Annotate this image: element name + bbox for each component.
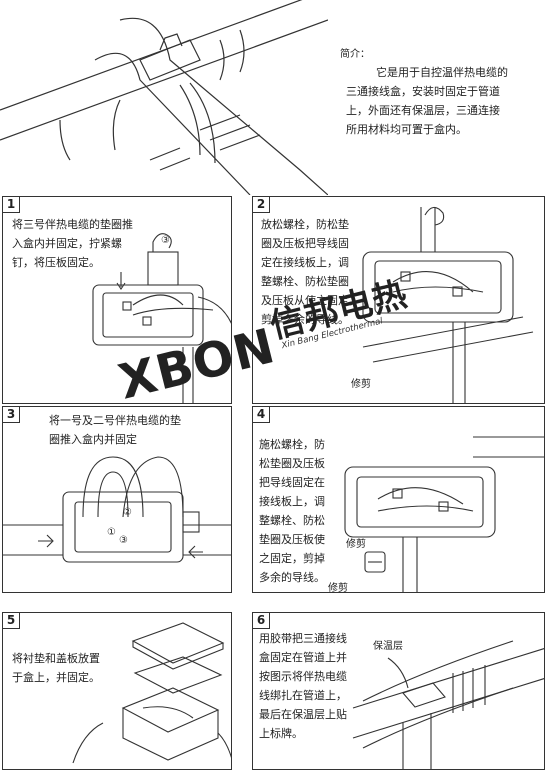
step-3-marker-3: ③ [119,535,128,546]
step-1-text: 将三号伴热电缆的垫圈推 入盒内并固定，拧紧螺 钉，将压板固定。 [12,218,133,269]
step-5-drawing [72,622,231,764]
step-3-marker-1: ① [107,527,116,538]
step-number: 1 [3,197,20,213]
step-1-marker: ③ [161,235,170,246]
step-1-panel: 1 将三号伴热电缆的垫圈推 入盒内并固定，拧紧螺 钉，将压板固定。 ③ [2,196,232,404]
step-4-text: 施松螺栓，防 松垫圈及压板 把导线固定在 接线板上，调 整螺栓、防松 垫圈及压板… [259,438,325,584]
step-6-panel: 6 用胶带把三通接线 盒固定在管道上并 按图示将伴热电缆 线绑扎在管道上， 最后… [252,612,545,770]
step-3-drawing [3,456,231,563]
step-number: 5 [3,613,20,629]
step-3-text: 将一号及二号伴热电缆的垫 圈推入盒内并固定 [49,414,181,446]
intro-section: 简介： 它是用于自控温伴热电缆的 三通接线盒，安装时固定于管道 上，外面还有保温… [340,45,545,155]
step-number: 3 [3,407,20,423]
step-number: 4 [253,407,270,423]
step-3-panel: 3 将一号及二号伴热电缆的垫 圈推入盒内并固定 ② ① ③ [2,406,232,593]
step-6-text: 用胶带把三通接线 盒固定在管道上并 按图示将伴热电缆 线绑扎在管道上， 最后在保… [259,632,347,740]
step-2-drawing [362,206,534,403]
step-number: 2 [253,197,270,213]
step-6-label: 保温层 [373,641,403,652]
step-4-drawing [344,436,544,592]
step-2-panel: 2 放松螺栓，防松垫 圈及压板把导线固 定在接线板上，调 整螺栓、防松垫圈 及压… [252,196,545,404]
step-4-label-2: 修剪 [328,583,348,593]
step-5-text: 将衬垫和盖板放置 于盒上，并固定。 [12,652,100,684]
step-4-label-1: 修剪 [346,539,366,550]
pipe-tee-drawing [0,0,328,195]
intro-title: 简介： [340,49,370,60]
intro-body: 它是用于自控温伴热电缆的 三通接线盒，安装时固定于管道 上，外面还有保温层，三通… [346,66,508,136]
step-1-drawing [92,233,231,403]
step-2-label: 修剪 [351,379,371,390]
step-5-panel: 5 将衬垫和盖板放置 于盒上，并固定。 [2,612,232,770]
top-illustration [0,0,328,195]
step-2-text: 放松螺栓，防松垫 圈及压板把导线固 定在接线板上，调 整螺栓、防松垫圈 及压板从… [261,218,360,326]
step-4-panel: 4 施松螺栓，防 松垫圈及压板 把导线固定在 接线板上，调 整螺栓、防松 垫圈及… [252,406,545,593]
step-6-drawing [352,640,544,769]
step-number: 6 [253,613,270,629]
